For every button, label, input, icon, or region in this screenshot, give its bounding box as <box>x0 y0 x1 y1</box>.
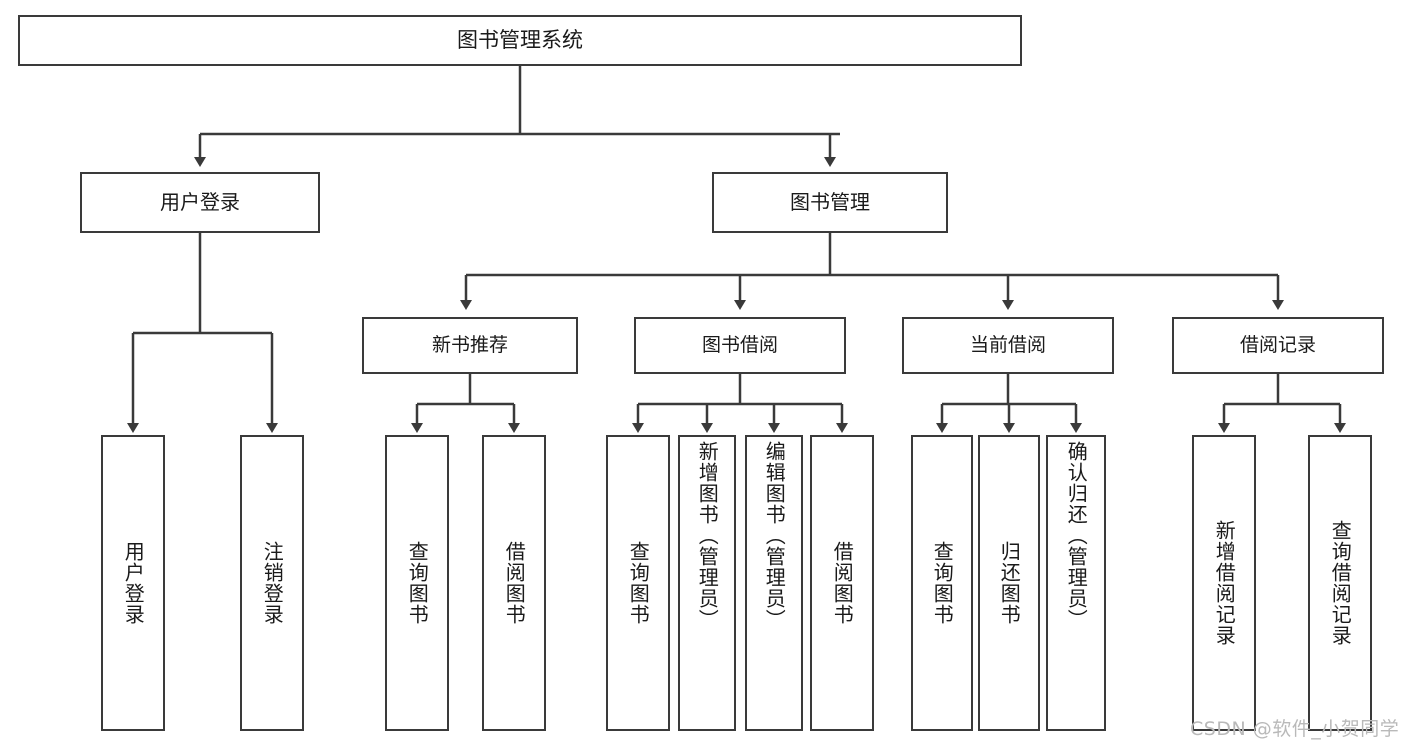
csdn-watermark: CSDN @软件_小贺同学 <box>1190 718 1400 740</box>
node-label: 查询图书 <box>930 541 955 625</box>
node-book-borrow[interactable]: 图书借阅 <box>634 317 846 374</box>
node-label: 编辑图书（管理员） <box>762 441 787 630</box>
leaf-records-add-record[interactable]: 新增借阅记录 <box>1192 435 1256 731</box>
leaf-current-confirm-return-admin[interactable]: 确认归还（管理员） <box>1046 435 1106 731</box>
leaf-current-query-book[interactable]: 查询图书 <box>911 435 973 731</box>
node-label: 确认归还（管理员） <box>1064 441 1089 630</box>
node-new-book-recommend[interactable]: 新书推荐 <box>362 317 578 374</box>
node-label: 查询图书 <box>626 541 651 625</box>
leaf-borrow-edit-book-admin[interactable]: 编辑图书（管理员） <box>745 435 803 731</box>
node-label: 图书管理 <box>790 190 870 214</box>
node-book-management[interactable]: 图书管理 <box>712 172 948 233</box>
leaf-recommend-query-book[interactable]: 查询图书 <box>385 435 449 731</box>
node-label: 查询图书 <box>405 541 430 625</box>
node-label: 借阅记录 <box>1239 333 1316 356</box>
node-current-borrow[interactable]: 当前借阅 <box>902 317 1114 374</box>
leaf-recommend-borrow-book[interactable]: 借阅图书 <box>482 435 546 731</box>
leaf-user-login-logout[interactable]: 注销登录 <box>240 435 304 731</box>
node-label: 用户登录 <box>160 190 240 214</box>
leaf-borrow-add-book-admin[interactable]: 新增图书（管理员） <box>678 435 736 731</box>
node-label: 图书借阅 <box>701 333 778 356</box>
node-label: 用户登录 <box>121 541 146 625</box>
node-label: 新增图书（管理员） <box>695 441 720 630</box>
node-label: 借阅图书 <box>502 541 527 625</box>
node-label: 归还图书 <box>997 541 1022 625</box>
leaf-current-return-book[interactable]: 归还图书 <box>978 435 1040 731</box>
node-user-login[interactable]: 用户登录 <box>80 172 320 233</box>
node-label: 注销登录 <box>260 541 285 625</box>
node-label: 新增借阅记录 <box>1212 520 1237 646</box>
node-label: 借阅图书 <box>830 541 855 625</box>
leaf-records-query-record[interactable]: 查询借阅记录 <box>1308 435 1372 731</box>
leaf-borrow-query-book[interactable]: 查询图书 <box>606 435 670 731</box>
node-borrow-records[interactable]: 借阅记录 <box>1172 317 1384 374</box>
leaf-user-login-login[interactable]: 用户登录 <box>101 435 165 731</box>
leaf-borrow-borrow-book[interactable]: 借阅图书 <box>810 435 874 731</box>
node-label: 查询借阅记录 <box>1328 520 1353 646</box>
node-label: 图书管理系统 <box>457 28 583 53</box>
node-label: 新书推荐 <box>431 333 508 356</box>
node-root-system[interactable]: 图书管理系统 <box>18 15 1022 66</box>
node-label: 当前借阅 <box>969 333 1046 356</box>
